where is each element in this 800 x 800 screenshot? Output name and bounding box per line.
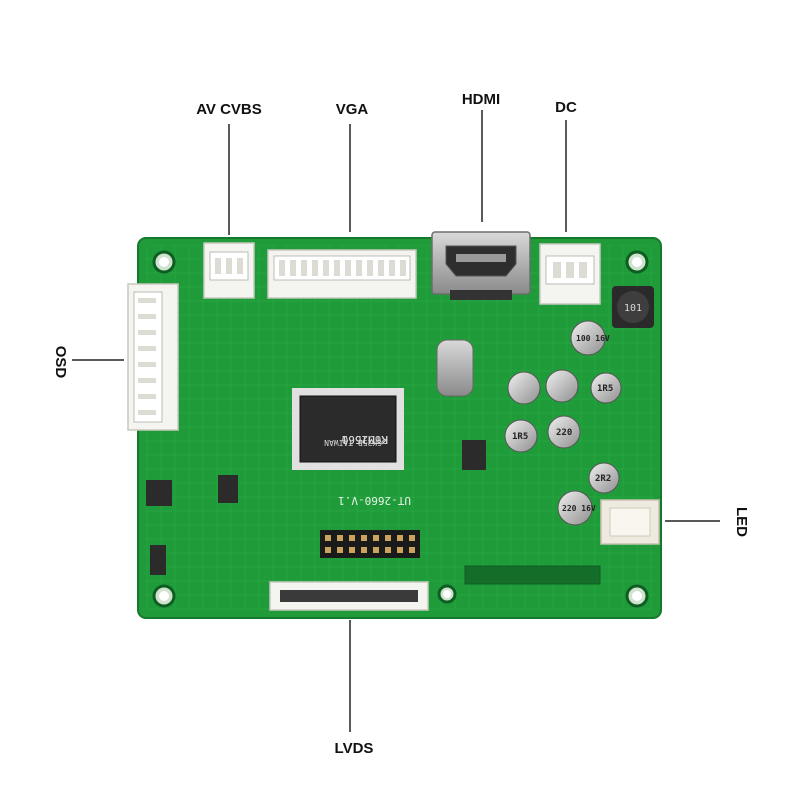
label-dc: DC [555, 99, 577, 116]
capacitor: 100 16V [570, 320, 610, 356]
pin-header [320, 530, 420, 558]
label-led: LED [733, 507, 750, 537]
capacitor: 2R2 [588, 462, 620, 494]
mounting-hole [437, 584, 457, 604]
capacitor: 1R5 [504, 419, 538, 453]
led-connector [600, 499, 660, 545]
mounting-hole [625, 250, 649, 274]
capacitor: 220 16V [557, 490, 596, 526]
capacitor: 220 [547, 415, 581, 449]
capacitor [545, 369, 579, 403]
crystal [436, 339, 474, 397]
small-ic [150, 545, 166, 575]
cap-label: 100 16V [576, 334, 610, 343]
small-ic [462, 440, 486, 470]
cap-label: 1R5 [597, 384, 613, 394]
capacitor [507, 371, 541, 405]
label-av-cvbs: AV CVBS [196, 101, 262, 118]
main-controller-chip: GK25B TAIWAN RTD2660 K6M1561 [292, 388, 404, 470]
label-osd: OSD [52, 346, 69, 379]
inductor-label: 101 [624, 303, 642, 314]
cap-label: 2R2 [595, 474, 611, 484]
osd-connector [127, 283, 179, 431]
label-lvds: LVDS [335, 740, 374, 757]
cap-label: 220 16V [562, 504, 596, 513]
chip-label-line3: GK25B TAIWAN [324, 438, 382, 447]
lvds-pad-strip [464, 565, 601, 585]
chip-label-line1: RTD2660 [342, 433, 388, 446]
cap-label: 220 [556, 428, 572, 438]
vga-connector [267, 249, 417, 299]
label-vga: VGA [336, 101, 369, 118]
mounting-hole [152, 584, 176, 608]
power-inductor: 101 [612, 286, 654, 328]
label-hdmi: HDMI [462, 91, 500, 108]
lvds-connector [269, 581, 429, 611]
cap-label: 1R5 [512, 432, 528, 442]
small-ic [218, 475, 238, 503]
board-model-label: UT-2660-V.1 [338, 494, 411, 507]
small-ic [146, 480, 172, 506]
av-cvbs-connector [203, 242, 255, 299]
hdmi-connector [431, 231, 531, 300]
mounting-hole [625, 584, 649, 608]
chip-label-line2: K6M1561 [342, 433, 388, 446]
dc-connector [539, 243, 601, 305]
mounting-hole [152, 250, 176, 274]
capacitor: 1R5 [590, 372, 622, 404]
